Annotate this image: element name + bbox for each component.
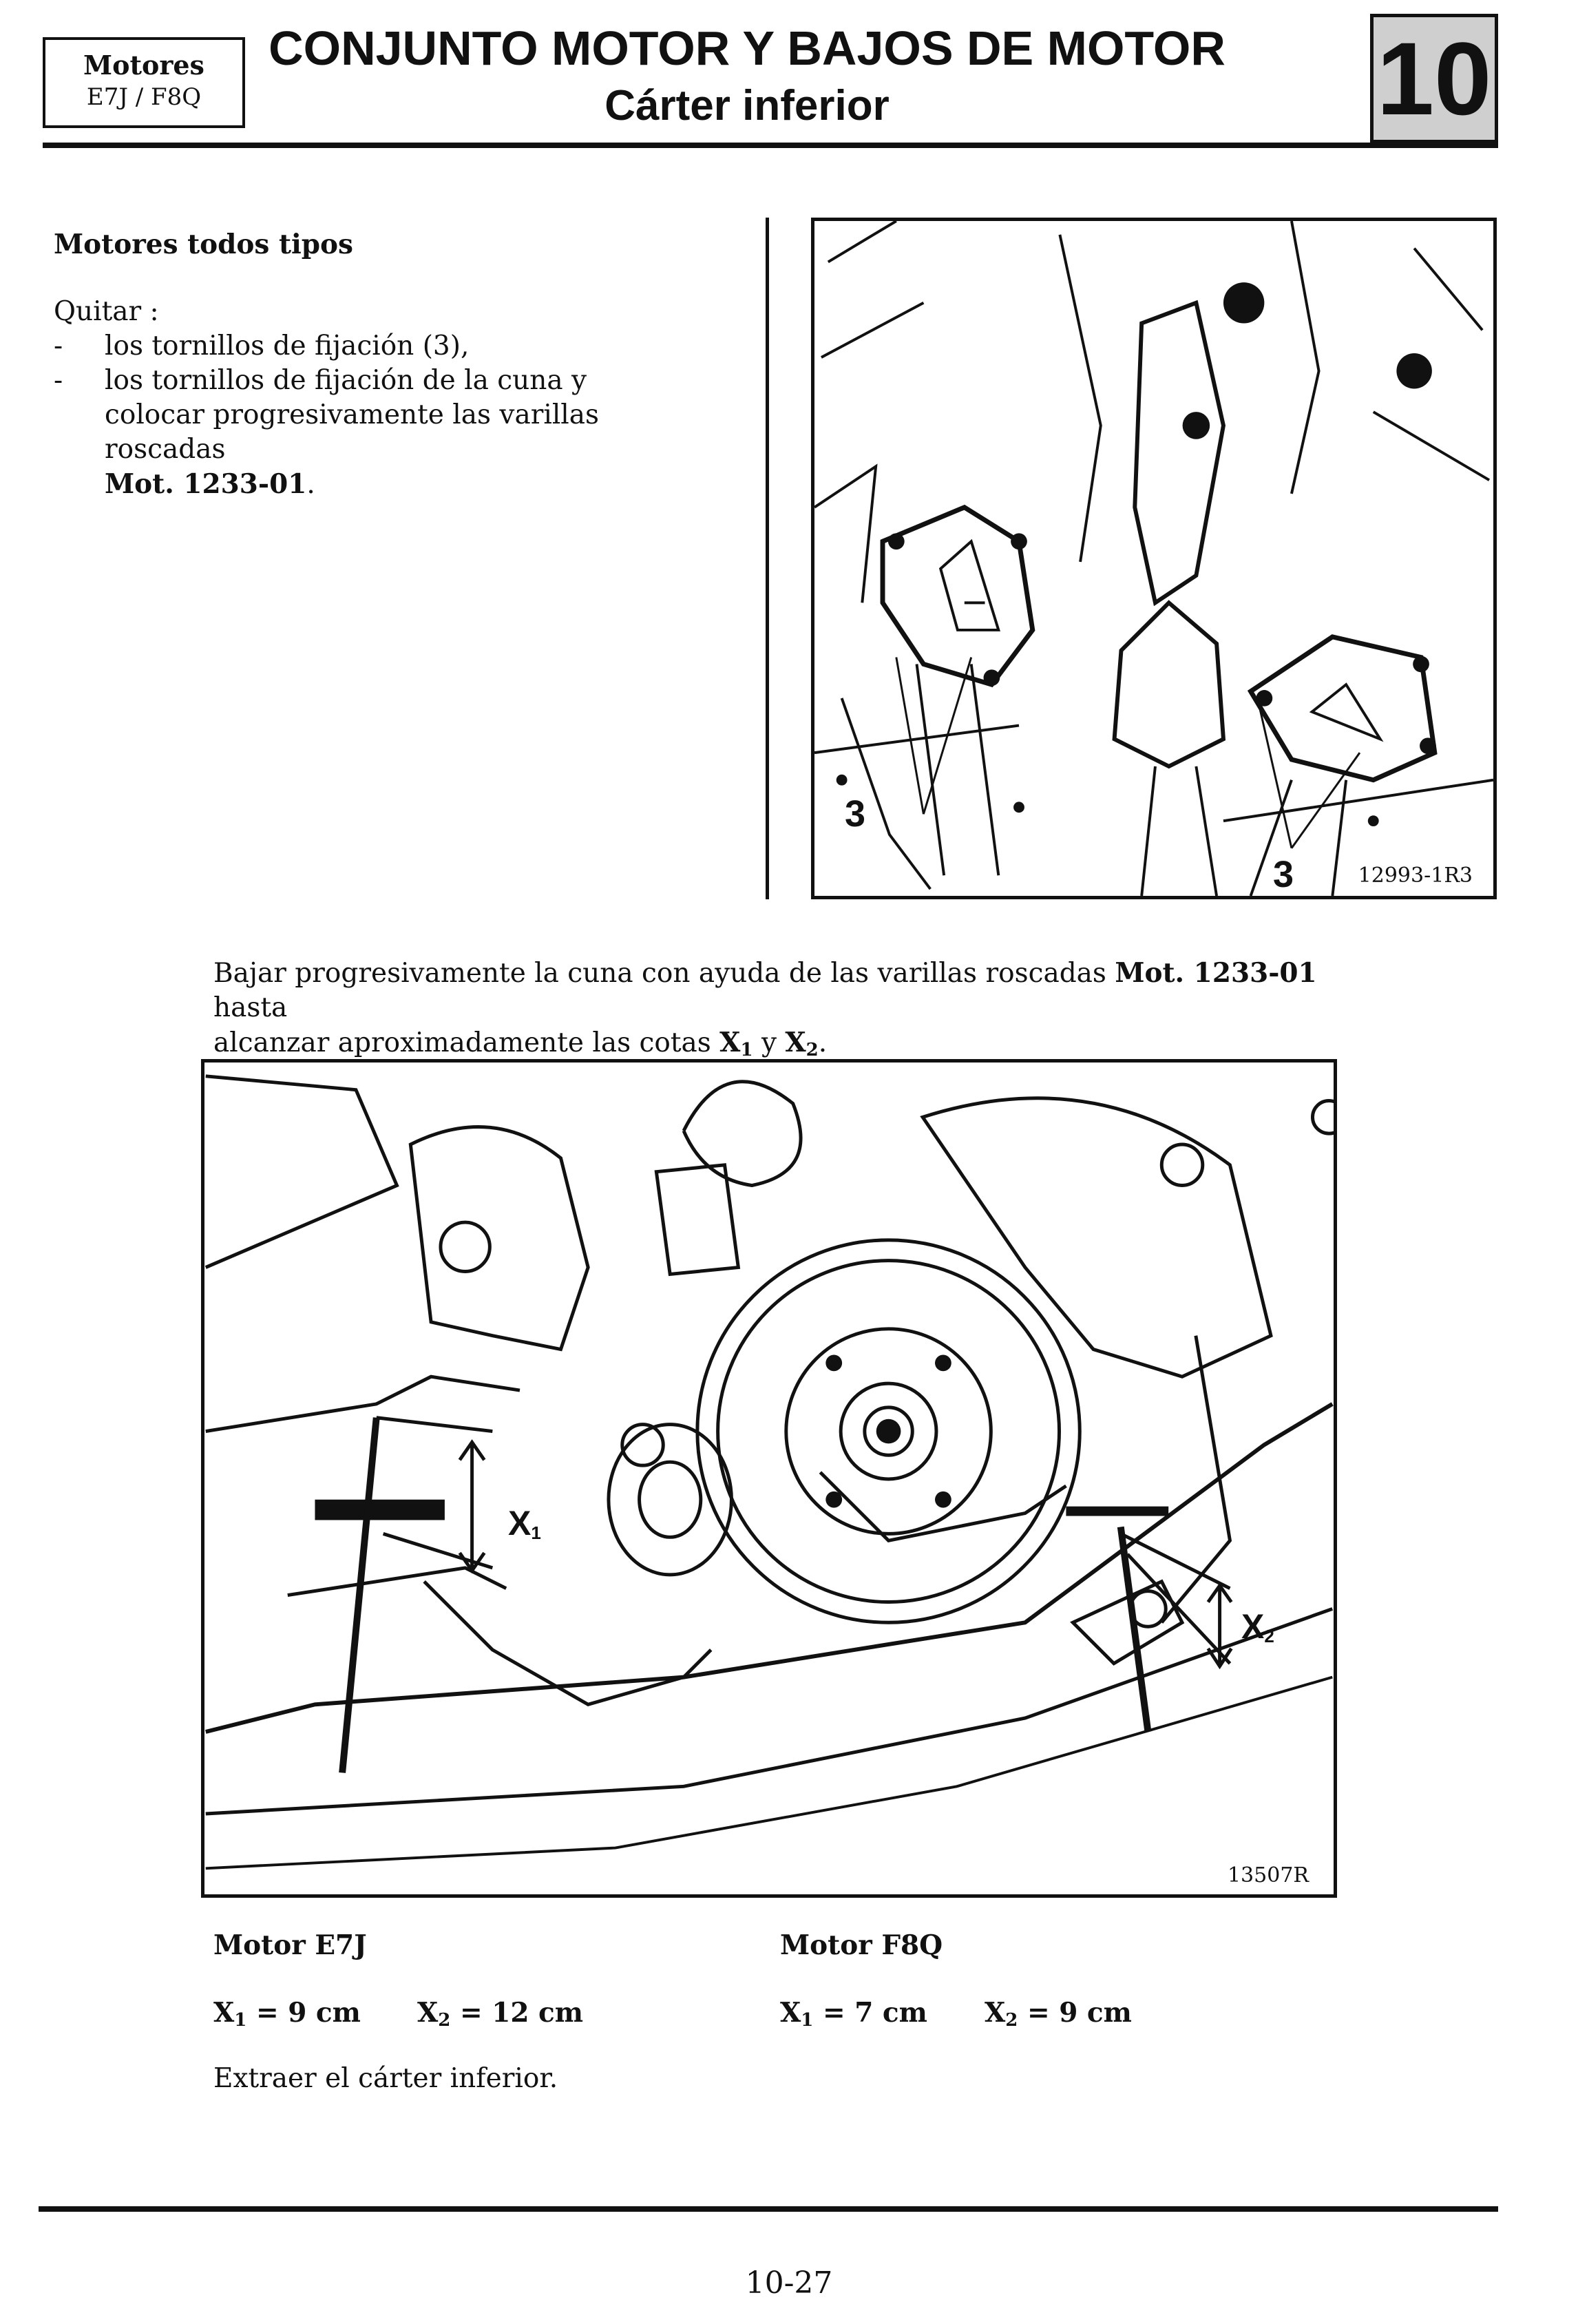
conjunction: y: [761, 1027, 777, 1058]
engine-e7j-title: Motor E7J: [213, 1929, 367, 1961]
dimension-x1: X1: [719, 1027, 753, 1060]
header-rule: [43, 143, 1498, 148]
f8q-x2: X2 = 9 cm: [985, 1997, 1132, 2031]
final-step: Extraer el cárter inferior.: [213, 2063, 558, 2094]
figure-reference: 13507R: [1223, 1863, 1313, 1887]
page-number: 10-27: [745, 2265, 833, 2301]
figure-reference: 12993-1R3: [1354, 863, 1477, 888]
dimension-label-x1: X1: [508, 1504, 541, 1543]
e7j-x2: X2 = 12 cm: [417, 1997, 584, 2031]
list-item: - los tornillos de fijación de la cuna y…: [54, 364, 673, 502]
section-heading: Motores todos tipos: [54, 229, 354, 260]
model-label: Motores: [83, 50, 204, 81]
list-item-text-body: los tornillos de fijación de la cuna y c…: [105, 365, 600, 465]
list-item: - los tornillos de fijación (3),: [54, 329, 742, 364]
intro-text: Quitar :: [54, 296, 159, 327]
subframe-drawing: [204, 1074, 1334, 1870]
list-item-text: los tornillos de fijación (3),: [105, 331, 470, 362]
engine-mount-drawing: [814, 221, 1493, 896]
instruction-text-line2: alcanzar aproximadamente las cotas: [213, 1027, 711, 1058]
engine-model-box: Motores E7J / F8Q: [43, 37, 245, 128]
page-subtitle: Cárter inferior: [604, 82, 890, 129]
tool-reference: Mot. 1233-01: [105, 468, 307, 500]
engine-codes: E7J / F8Q: [86, 83, 202, 111]
sentence-end: .: [818, 1027, 828, 1058]
instruction-paragraph: Bajar progresivamente la cuna con ayuda …: [213, 956, 1384, 1067]
f8q-x1: X1 = 7 cm: [780, 1997, 927, 2031]
list-dash: -: [54, 331, 63, 362]
list-item-end: .: [306, 469, 315, 500]
figure-subframe-lowering: X1 X2 13507R: [201, 1059, 1337, 1898]
e7j-x1: X1 = 9 cm: [213, 1997, 361, 2031]
dimension-label-x2: X2: [1241, 1607, 1274, 1646]
column-divider: [766, 218, 769, 899]
instruction-text-cont: hasta: [213, 992, 288, 1023]
callout-3-right: 3: [1273, 854, 1294, 895]
dimension-x2: X2: [785, 1027, 819, 1060]
list-item-text: los tornillos de fijación de la cuna y c…: [54, 364, 673, 502]
tool-reference: Mot. 1233-01: [1115, 957, 1317, 989]
callout-3-left: 3: [845, 793, 866, 835]
instruction-text: Bajar progresivamente la cuna con ayuda …: [213, 958, 1106, 989]
list-dash: -: [54, 365, 63, 396]
page-title: CONJUNTO MOTOR Y BAJOS DE MOTOR: [269, 21, 1225, 75]
engine-f8q-title: Motor F8Q: [780, 1929, 943, 1961]
figure-engine-mounts: 3 3 12993-1R3: [811, 218, 1497, 899]
chapter-number: 10: [1370, 14, 1498, 143]
footer-rule: [39, 2206, 1498, 2212]
